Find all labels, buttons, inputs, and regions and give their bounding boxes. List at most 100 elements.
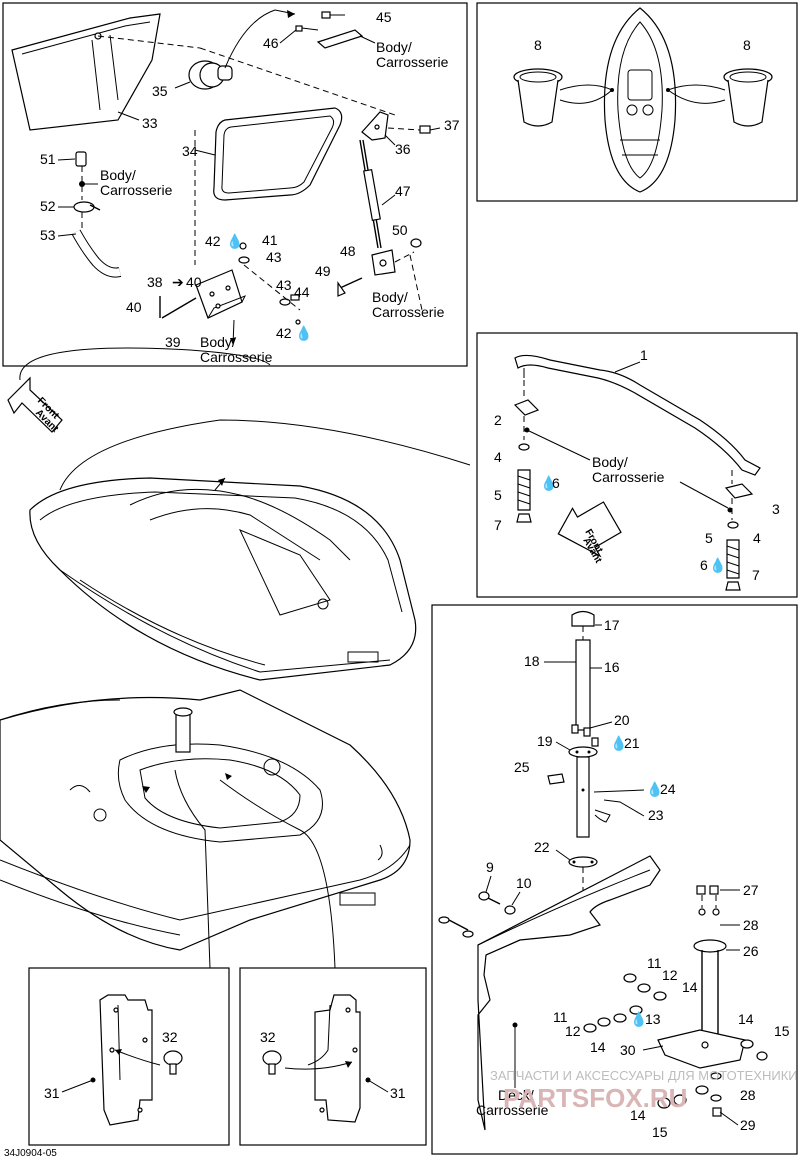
note-body-5: Body/ — [592, 454, 628, 470]
label-12a: 12 — [662, 967, 678, 983]
label-3: 3 — [772, 501, 780, 517]
front-arrow-left: Front Avant — [7, 376, 63, 435]
label-17: 17 — [604, 617, 620, 633]
frame-ski-pole — [431, 604, 798, 1155]
ski-pole-part — [547, 610, 611, 868]
label-26: 26 — [743, 943, 759, 959]
frame-handrail — [476, 332, 798, 598]
latch-plate-part — [295, 11, 364, 49]
label-34: 34 — [182, 143, 198, 159]
label-42b: 42 — [276, 325, 292, 341]
note-carrosserie-4: Carrosserie — [200, 349, 273, 365]
label-30: 30 — [620, 1042, 636, 1058]
pole-bracket-assembly — [657, 885, 768, 1117]
label-31b: 31 — [390, 1085, 406, 1101]
hinge-bracket-part — [361, 111, 389, 141]
drop-icon-42a: 💧 — [226, 233, 243, 250]
label-20: 20 — [614, 712, 630, 728]
cup-holder-right-part — [723, 68, 773, 127]
label-4a: 4 — [494, 449, 502, 465]
label-16: 16 — [604, 659, 620, 675]
cup-holder-left-part — [513, 68, 563, 127]
label-14a: 14 — [682, 979, 698, 995]
note-carrosserie-2: Carrosserie — [100, 182, 173, 198]
label-32a: 32 — [162, 1029, 178, 1045]
watermark-text: ЗАПЧАСТИ И АКСЕССУАРЫ ДЛЯ МОТОТЕХНИКИ — [490, 1068, 798, 1083]
label-5b: 5 — [705, 530, 713, 546]
watermark-logo: PARTSFOX.RU — [503, 1083, 687, 1113]
label-15a: 15 — [774, 1023, 790, 1039]
boat-top-view — [603, 7, 677, 193]
label-14d: 14 — [630, 1107, 646, 1123]
label-11b: 11 — [553, 1009, 568, 1025]
note-carrosserie-6: Carrosserie — [476, 1102, 549, 1118]
label-51: 51 — [40, 151, 56, 167]
label-9: 9 — [486, 859, 494, 875]
label-23: 23 — [648, 807, 664, 823]
note-body-4: Body/ — [200, 334, 236, 350]
label-38: 38 — [147, 274, 163, 290]
label-25: 25 — [514, 759, 530, 775]
label-43a: 43 — [266, 249, 282, 265]
label-40a: 40 — [186, 274, 202, 290]
detail-left-bracket — [90, 994, 183, 1126]
drop-icon-6b: 💧 — [709, 557, 726, 574]
label-8a: 8 — [534, 37, 542, 53]
handrail-part — [514, 354, 761, 476]
label-12b: 12 — [565, 1023, 581, 1039]
label-52: 52 — [40, 198, 56, 214]
label-13: 13 — [645, 1011, 661, 1027]
note-carrosserie-5: Carrosserie — [592, 469, 665, 485]
label-14b: 14 — [590, 1039, 606, 1055]
label-24: 24 — [660, 781, 676, 797]
drop-icon-21: 💧 — [610, 735, 627, 752]
drop-icon-13: 💧 — [630, 1011, 647, 1028]
label-19: 19 — [537, 733, 553, 749]
frame-detail-left — [28, 967, 230, 1146]
label-45: 45 — [376, 9, 392, 25]
front-arrow-right: Front Avant — [557, 501, 622, 566]
label-1: 1 — [640, 347, 648, 363]
drop-icon-6a: 💧 — [540, 475, 557, 492]
label-7b: 7 — [752, 567, 760, 583]
label-29: 29 — [740, 1117, 756, 1133]
frame-cup-holders — [476, 2, 798, 202]
label-48: 48 — [340, 243, 356, 259]
label-37: 37 — [444, 117, 460, 133]
label-28b: 28 — [740, 1087, 756, 1103]
washers-part — [583, 973, 667, 1033]
label-33: 33 — [142, 115, 158, 131]
label-53: 53 — [40, 227, 56, 243]
label-32b: 32 — [260, 1029, 276, 1045]
label-14c: 14 — [738, 1011, 754, 1027]
label-7a: 7 — [494, 517, 502, 533]
label-27: 27 — [743, 882, 759, 898]
boat-illustration — [29, 477, 417, 681]
deck-panel-part — [477, 855, 661, 1131]
note-carrosserie-1: Carrosserie — [376, 54, 449, 70]
drop-icon-42b: 💧 — [295, 325, 312, 342]
label-18: 18 — [524, 653, 540, 669]
note-body-2: Body/ — [100, 167, 136, 183]
label-39: 39 — [165, 334, 181, 350]
note-body-3: Body/ — [372, 289, 408, 305]
label-41: 41 — [262, 232, 278, 248]
arrow-38-40: ➔ — [172, 274, 184, 290]
handrail-hardware-left — [513, 399, 540, 523]
spring-bracket-part — [337, 238, 422, 297]
label-6a: 6 — [552, 475, 560, 491]
label-21: 21 — [624, 735, 640, 751]
hinge-assembly-part — [159, 242, 301, 325]
label-8b: 8 — [743, 37, 751, 53]
label-50: 50 — [392, 222, 408, 238]
gas-spring-part — [359, 139, 382, 249]
label-43b: 43 — [276, 277, 292, 293]
drain-hose-part — [71, 151, 122, 278]
label-40b: 40 — [126, 299, 142, 315]
note-body-1: Body/ — [376, 39, 412, 55]
note-deck: Deck/ — [498, 1087, 534, 1103]
label-11a: 11 — [647, 955, 662, 971]
gasket-part — [213, 107, 343, 201]
label-35: 35 — [152, 83, 168, 99]
deck-screws-part — [438, 891, 516, 938]
